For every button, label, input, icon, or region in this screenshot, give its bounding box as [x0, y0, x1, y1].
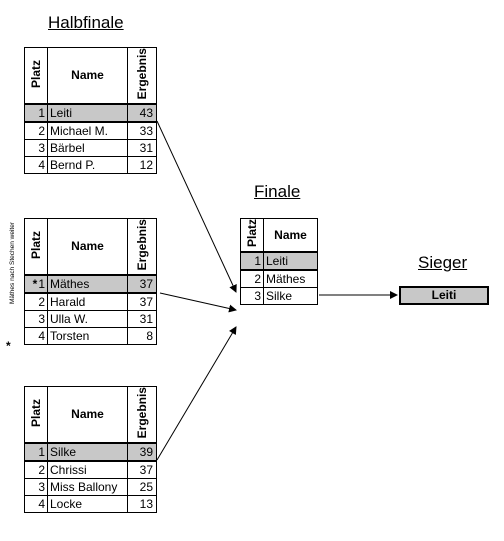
platz-cell: 1 — [240, 251, 264, 272]
table-row: 3 Silke — [240, 287, 318, 306]
semifinal-table-3: Platz Name Ergebnis 1 Silke 39 2 Chrissi… — [24, 386, 157, 514]
table-row: 4 Torsten 8 — [24, 327, 157, 346]
name-cell: Bernd P. — [47, 156, 128, 175]
name-cell: Michael M. — [47, 121, 128, 141]
final-table: Platz Name 1 Leiti 2 Mäthes 3 Silke — [240, 218, 318, 306]
ergebnis-cell: 25 — [127, 478, 157, 497]
footnote-text: Mäthes nach Stechen weiter — [9, 222, 16, 305]
table-row: 2 Michael M. 33 — [24, 121, 157, 141]
platz-cell: 1 — [24, 103, 48, 124]
ergebnis-cell: 31 — [127, 139, 157, 158]
ergebnis-cell: 37 — [127, 292, 157, 312]
table-row: 3 Ulla W. 31 — [24, 310, 157, 329]
header-ergebnis: Ergebnis — [127, 386, 157, 445]
table-row: 3 Miss Ballony 25 — [24, 478, 157, 497]
table-row: 1 Silke 39 — [24, 442, 157, 463]
header-platz: Platz — [24, 386, 48, 445]
semifinal-table-1: Platz Name Ergebnis 1 Leiti 43 2 Michael… — [24, 47, 157, 175]
arrow-semifinal-2-to-final — [159, 292, 237, 313]
ergebnis-cell: 13 — [127, 495, 157, 514]
ergebnis-cell: 37 — [127, 274, 157, 295]
platz-cell: 3 — [240, 287, 264, 306]
platz-cell: 2 — [24, 460, 48, 480]
table-row: 1 Leiti — [240, 251, 318, 272]
name-cell: Leiti — [47, 103, 128, 124]
ergebnis-cell: 33 — [127, 121, 157, 141]
ergebnis-cell: 8 — [127, 327, 157, 346]
ergebnis-cell: 43 — [127, 103, 157, 124]
platz-cell: 3 — [24, 478, 48, 497]
platz-cell: *1 — [24, 274, 48, 295]
name-cell: Torsten — [47, 327, 128, 346]
ergebnis-cell: 39 — [127, 442, 157, 463]
table-row: *1 Mäthes 37 — [24, 274, 157, 295]
header-name: Name — [47, 218, 128, 277]
name-cell: Mäthes — [47, 274, 128, 295]
name-cell: Mäthes — [263, 269, 318, 289]
platz-cell: 3 — [24, 139, 48, 158]
semifinal-table-2: Platz Name Ergebnis *1 Mäthes 37 2 Haral… — [24, 218, 157, 346]
arrow-semifinal-1-to-final — [156, 120, 237, 293]
header-name: Name — [47, 47, 128, 106]
platz-cell: 1 — [24, 442, 48, 463]
winner-box: Leiti — [399, 286, 489, 305]
platz-cell: 4 — [24, 495, 48, 514]
title-finale: Finale — [254, 182, 301, 201]
name-cell: Chrissi — [47, 460, 128, 480]
header-platz: Platz — [240, 218, 264, 254]
name-cell: Harald — [47, 292, 128, 312]
title-halbfinale: Halbfinale — [48, 13, 124, 32]
name-cell: Silke — [47, 442, 128, 463]
table-row: 1 Leiti 43 — [24, 103, 157, 124]
header-platz: Platz — [24, 218, 48, 277]
table-row: 3 Bärbel 31 — [24, 139, 157, 158]
platz-cell: 2 — [24, 121, 48, 141]
name-cell: Leiti — [263, 251, 318, 272]
platz-cell: 2 — [24, 292, 48, 312]
ergebnis-cell: 31 — [127, 310, 157, 329]
header-name: Name — [47, 386, 128, 445]
header-ergebnis: Ergebnis — [127, 218, 157, 277]
platz-cell: 2 — [240, 269, 264, 289]
header-name: Name — [263, 218, 318, 254]
platz-cell: 4 — [24, 156, 48, 175]
name-cell: Ulla W. — [47, 310, 128, 329]
header-ergebnis: Ergebnis — [127, 47, 157, 106]
name-cell: Bärbel — [47, 139, 128, 158]
name-cell: Miss Ballony — [47, 478, 128, 497]
platz-cell: 4 — [24, 327, 48, 346]
table-row: 4 Bernd P. 12 — [24, 156, 157, 175]
footnote-marker-side: * — [6, 339, 11, 353]
table-row: 2 Chrissi 37 — [24, 460, 157, 480]
footnote-marker: * — [32, 276, 38, 291]
table-row: 4 Locke 13 — [24, 495, 157, 514]
name-cell: Silke — [263, 287, 318, 306]
ergebnis-cell: 12 — [127, 156, 157, 175]
ergebnis-cell: 37 — [127, 460, 157, 480]
table-row: 2 Mäthes — [240, 269, 318, 289]
title-sieger: Sieger — [418, 253, 468, 272]
header-platz: Platz — [24, 47, 48, 106]
name-cell: Locke — [47, 495, 128, 514]
arrow-semifinal-3-to-final — [156, 326, 237, 461]
platz-cell: 3 — [24, 310, 48, 329]
table-row: 2 Harald 37 — [24, 292, 157, 312]
